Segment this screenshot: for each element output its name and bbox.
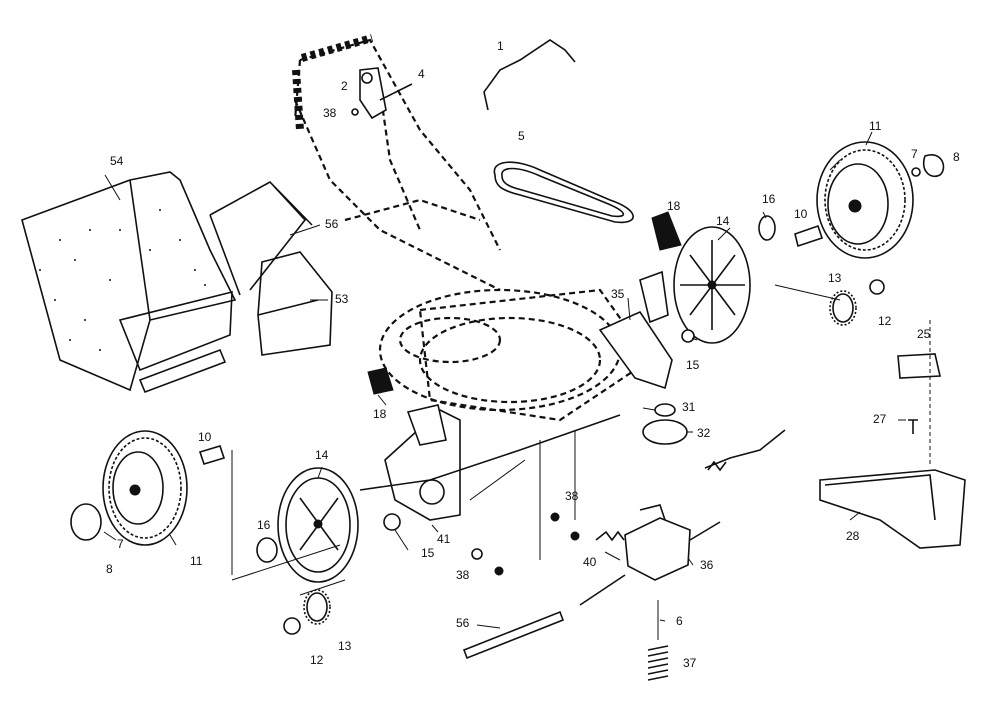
callout-32: 32 xyxy=(697,426,711,440)
callout-13: 13 xyxy=(828,271,842,285)
nut-38-c xyxy=(494,566,504,576)
control-rod xyxy=(483,39,576,111)
retainer-12-right xyxy=(869,279,885,295)
leader-lines xyxy=(103,131,906,640)
callout-16: 16 xyxy=(762,192,776,206)
callout-35: 35 xyxy=(611,287,625,301)
right-front-wheel xyxy=(673,226,751,344)
callout-56: 56 xyxy=(456,616,470,630)
callout-10: 10 xyxy=(198,430,212,444)
callout-4: 4 xyxy=(418,67,425,81)
wheel-washer-16-left xyxy=(256,537,278,563)
wheel-washer-16-right xyxy=(758,215,776,241)
nut-38-a xyxy=(550,512,560,522)
callout-36: 36 xyxy=(700,558,714,572)
callout-11: 11 xyxy=(869,119,882,133)
knob-31 xyxy=(654,403,676,417)
callout-11: 11 xyxy=(190,554,203,568)
callout-28: 28 xyxy=(846,529,860,543)
control-cable xyxy=(704,429,786,469)
callout-53: 53 xyxy=(335,292,349,306)
left-front-wheel xyxy=(277,467,359,583)
spring-37 xyxy=(647,645,669,681)
height-adjuster-left xyxy=(359,367,621,521)
callout-54: 54 xyxy=(110,154,124,168)
callout-18: 18 xyxy=(667,199,681,213)
callout-12: 12 xyxy=(878,314,892,328)
callout-18: 18 xyxy=(373,407,387,421)
callout-5: 5 xyxy=(518,129,525,143)
washer-right xyxy=(911,167,921,177)
callout-14: 14 xyxy=(716,214,730,228)
callout-38: 38 xyxy=(323,106,337,120)
gear-13-right xyxy=(829,290,857,326)
cover-32 xyxy=(642,419,688,445)
callout-40: 40 xyxy=(583,555,597,569)
upper-handle xyxy=(292,34,501,291)
transmission xyxy=(579,504,721,606)
callout-14: 14 xyxy=(315,448,329,462)
screw-27 xyxy=(908,419,918,434)
left-rear-wheel xyxy=(102,430,188,546)
callout-41: 41 xyxy=(437,532,451,546)
callout-16: 16 xyxy=(257,518,271,532)
callout-15: 15 xyxy=(421,546,435,560)
nut-15-left xyxy=(383,513,401,531)
drive-belt xyxy=(493,161,634,224)
callout-12: 12 xyxy=(310,653,324,667)
nut-38-b xyxy=(570,531,580,541)
callout-7: 7 xyxy=(911,147,918,161)
nut-38-d xyxy=(471,548,483,560)
callout-38: 38 xyxy=(456,568,470,582)
callout-25: 25 xyxy=(917,327,931,341)
callout-1: 1 xyxy=(497,39,504,53)
right-rear-wheel xyxy=(816,141,914,259)
callout-38: 38 xyxy=(565,489,579,503)
cable-spring xyxy=(707,460,727,472)
callout-31: 31 xyxy=(682,400,696,414)
spring-40 xyxy=(595,530,625,542)
height-adjuster-right xyxy=(598,211,682,390)
callout-27: 27 xyxy=(873,412,887,426)
retainer-12-left xyxy=(283,617,301,635)
rear-shield xyxy=(819,469,966,549)
callout-7: 7 xyxy=(117,537,124,551)
axle-bushing-right xyxy=(794,224,824,248)
warning-label xyxy=(897,353,941,379)
gear-13-left xyxy=(303,589,331,625)
axle-bushing-left xyxy=(198,445,226,465)
axle-rod xyxy=(462,610,565,660)
callout-56: 56 xyxy=(325,217,339,231)
callout-8: 8 xyxy=(106,562,113,576)
control-bracket xyxy=(351,67,413,120)
hub-cap-right xyxy=(922,154,945,177)
hub-cap-left xyxy=(70,503,102,541)
bag-support xyxy=(257,251,333,356)
grass-bag xyxy=(21,171,237,394)
callout-10: 10 xyxy=(794,207,808,221)
callout-2: 2 xyxy=(341,79,348,93)
nut-15-right xyxy=(681,329,695,343)
callout-6: 6 xyxy=(676,614,683,628)
callout-15: 15 xyxy=(686,358,700,372)
callout-13: 13 xyxy=(338,639,352,653)
callout-8: 8 xyxy=(953,150,960,164)
callout-37: 37 xyxy=(683,656,697,670)
bag-frame xyxy=(209,180,313,296)
